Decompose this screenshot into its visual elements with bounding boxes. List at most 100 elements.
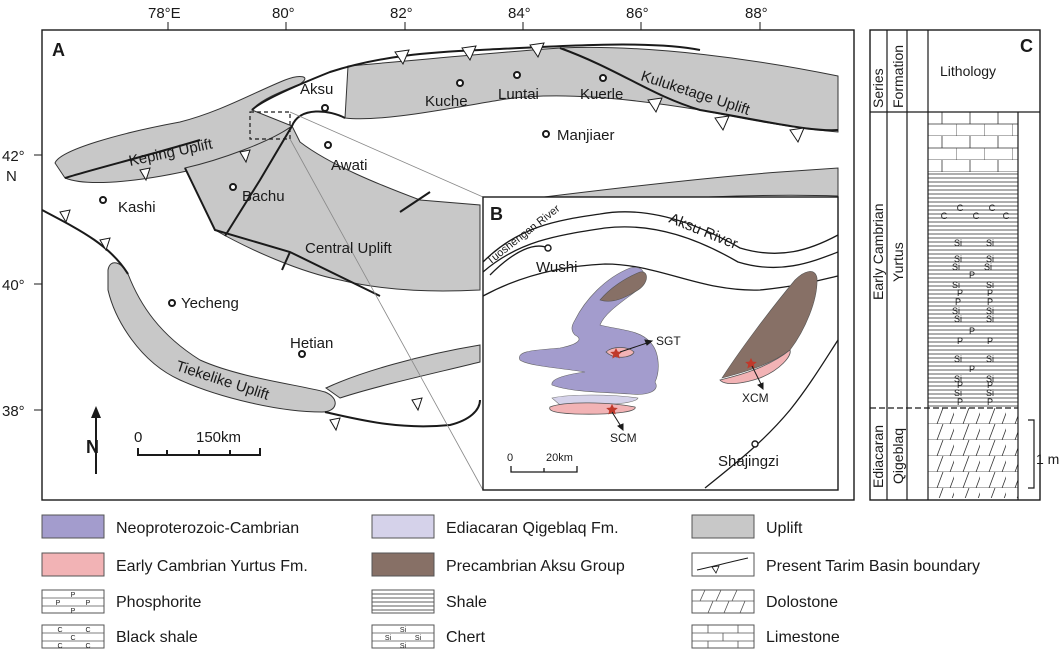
section-sgt-star-icon	[610, 348, 622, 359]
lat-tick-n: N	[6, 168, 17, 185]
lon-tick-80: 80°	[272, 5, 295, 22]
svg-text:Si: Si	[400, 627, 407, 634]
svg-text:P: P	[969, 270, 975, 280]
svg-text:Si: Si	[986, 374, 994, 384]
lon-tick-78: 78°E	[148, 5, 181, 22]
svg-text:C: C	[973, 211, 980, 221]
legend-label-aksu: Precambrian Aksu Group	[446, 558, 625, 575]
city-kuerle: Kuerle	[580, 86, 623, 103]
north-label: N	[86, 437, 99, 457]
svg-text:C: C	[1003, 211, 1010, 221]
svg-text:P: P	[957, 380, 963, 390]
svg-text:P: P	[969, 326, 975, 336]
scale-a-label: 150km	[196, 429, 241, 446]
city-aksu-marker	[321, 104, 329, 112]
city-awati: Awati	[331, 157, 367, 174]
scale-bar-b: 0 20km	[507, 452, 578, 473]
header-formation: Formation	[890, 45, 906, 108]
svg-text:Si: Si	[986, 306, 994, 316]
central-uplift-area	[184, 125, 481, 292]
city-kashi-marker	[99, 196, 107, 204]
svg-text:C: C	[85, 627, 90, 634]
svg-text:Si: Si	[984, 262, 992, 272]
svg-text:P: P	[969, 364, 975, 374]
svg-text:P: P	[71, 608, 76, 615]
legend-label-ediacaran: Ediacaran Qigeblaq Fm.	[446, 520, 619, 537]
lat-tick-40: 40°	[2, 277, 25, 294]
svg-text:P: P	[987, 397, 993, 407]
city-kashi: Kashi	[118, 199, 156, 216]
scale-b-zero: 0	[507, 452, 513, 464]
svg-text:P: P	[987, 380, 993, 390]
column-scale-label: 1 m	[1036, 451, 1059, 467]
city-kuche: Kuche	[425, 93, 468, 110]
panel-label-b: B	[490, 204, 503, 224]
svg-text:Si: Si	[954, 354, 962, 364]
faults	[184, 125, 431, 297]
header-series: Series	[870, 68, 886, 108]
svg-text:C: C	[989, 203, 996, 213]
lon-tick-86: 86°	[626, 5, 649, 22]
town-wushi-marker	[544, 244, 552, 252]
basin-boundary	[41, 43, 839, 428]
legend-label-boundary: Present Tarim Basin boundary	[766, 558, 980, 575]
svg-text:C: C	[85, 643, 90, 650]
south-uplift-sliver	[325, 344, 481, 399]
lon-tick-88: 88°	[745, 5, 768, 22]
aksu-group-area-east	[721, 271, 818, 379]
north-arrow-icon: N	[86, 406, 101, 474]
scale-b-label: 20km	[546, 452, 573, 464]
header-lithology: Lithology	[940, 63, 996, 79]
svg-text:C: C	[57, 627, 62, 634]
svg-text:Si: Si	[986, 388, 994, 398]
city-bachu-marker	[229, 183, 237, 191]
panel-label-c: C	[1020, 36, 1033, 56]
city-kuche-marker	[456, 79, 464, 87]
aksu-group-area-west	[599, 271, 647, 302]
lon-tick-82: 82°	[390, 5, 413, 22]
formation-yurtus: Yurtus	[890, 242, 906, 282]
section-scm-star-icon	[606, 404, 618, 415]
legend-swatch-yurtus	[41, 552, 105, 577]
legend-swatch-boundary	[691, 552, 755, 577]
svg-text:P: P	[987, 288, 993, 298]
legend-label-shale: Shale	[446, 594, 487, 611]
city-luntai-marker	[513, 71, 521, 79]
legend-swatch-uplift	[691, 514, 755, 539]
svg-text:P: P	[955, 297, 961, 307]
svg-text:Si: Si	[415, 635, 422, 642]
legend-swatch-dolostone	[691, 589, 755, 614]
svg-text:P: P	[957, 336, 963, 346]
legend-label-chert: Chert	[446, 629, 486, 646]
svg-text:Si: Si	[986, 354, 994, 364]
section-xcm-label: XCM	[742, 391, 769, 405]
svg-text:Si: Si	[954, 238, 962, 248]
city-yecheng-marker	[168, 299, 176, 307]
svg-text:P: P	[987, 297, 993, 307]
lat-tick-42: 42°	[2, 148, 25, 165]
zoom-line-top	[289, 111, 484, 198]
map-b: SGT SCM XCM Wushi Shajingzi Aksu River T…	[482, 196, 839, 491]
legend-swatch-shale	[371, 589, 435, 614]
tiekelike-uplift-area	[107, 262, 336, 413]
svg-text:Si: Si	[986, 280, 994, 290]
svg-text:C: C	[957, 203, 964, 213]
legend-label-limestone: Limestone	[766, 629, 840, 646]
svg-text:Si: Si	[986, 238, 994, 248]
label-central-uplift: Central Uplift	[305, 240, 393, 257]
town-shajingzi-marker	[751, 440, 759, 448]
legend-swatch-neoproterozoic	[41, 514, 105, 539]
legend-label-neoproterozoic: Neoproterozoic-Cambrian	[116, 520, 299, 537]
svg-text:P: P	[56, 600, 61, 607]
town-wushi: Wushi	[536, 259, 577, 276]
svg-text:P: P	[86, 600, 91, 607]
legend-label-uplift: Uplift	[766, 520, 803, 537]
legend-label-yurtus: Early Cambrian Yurtus Fm.	[116, 558, 308, 575]
lon-tick-84: 84°	[508, 5, 531, 22]
svg-text:Si: Si	[952, 262, 960, 272]
